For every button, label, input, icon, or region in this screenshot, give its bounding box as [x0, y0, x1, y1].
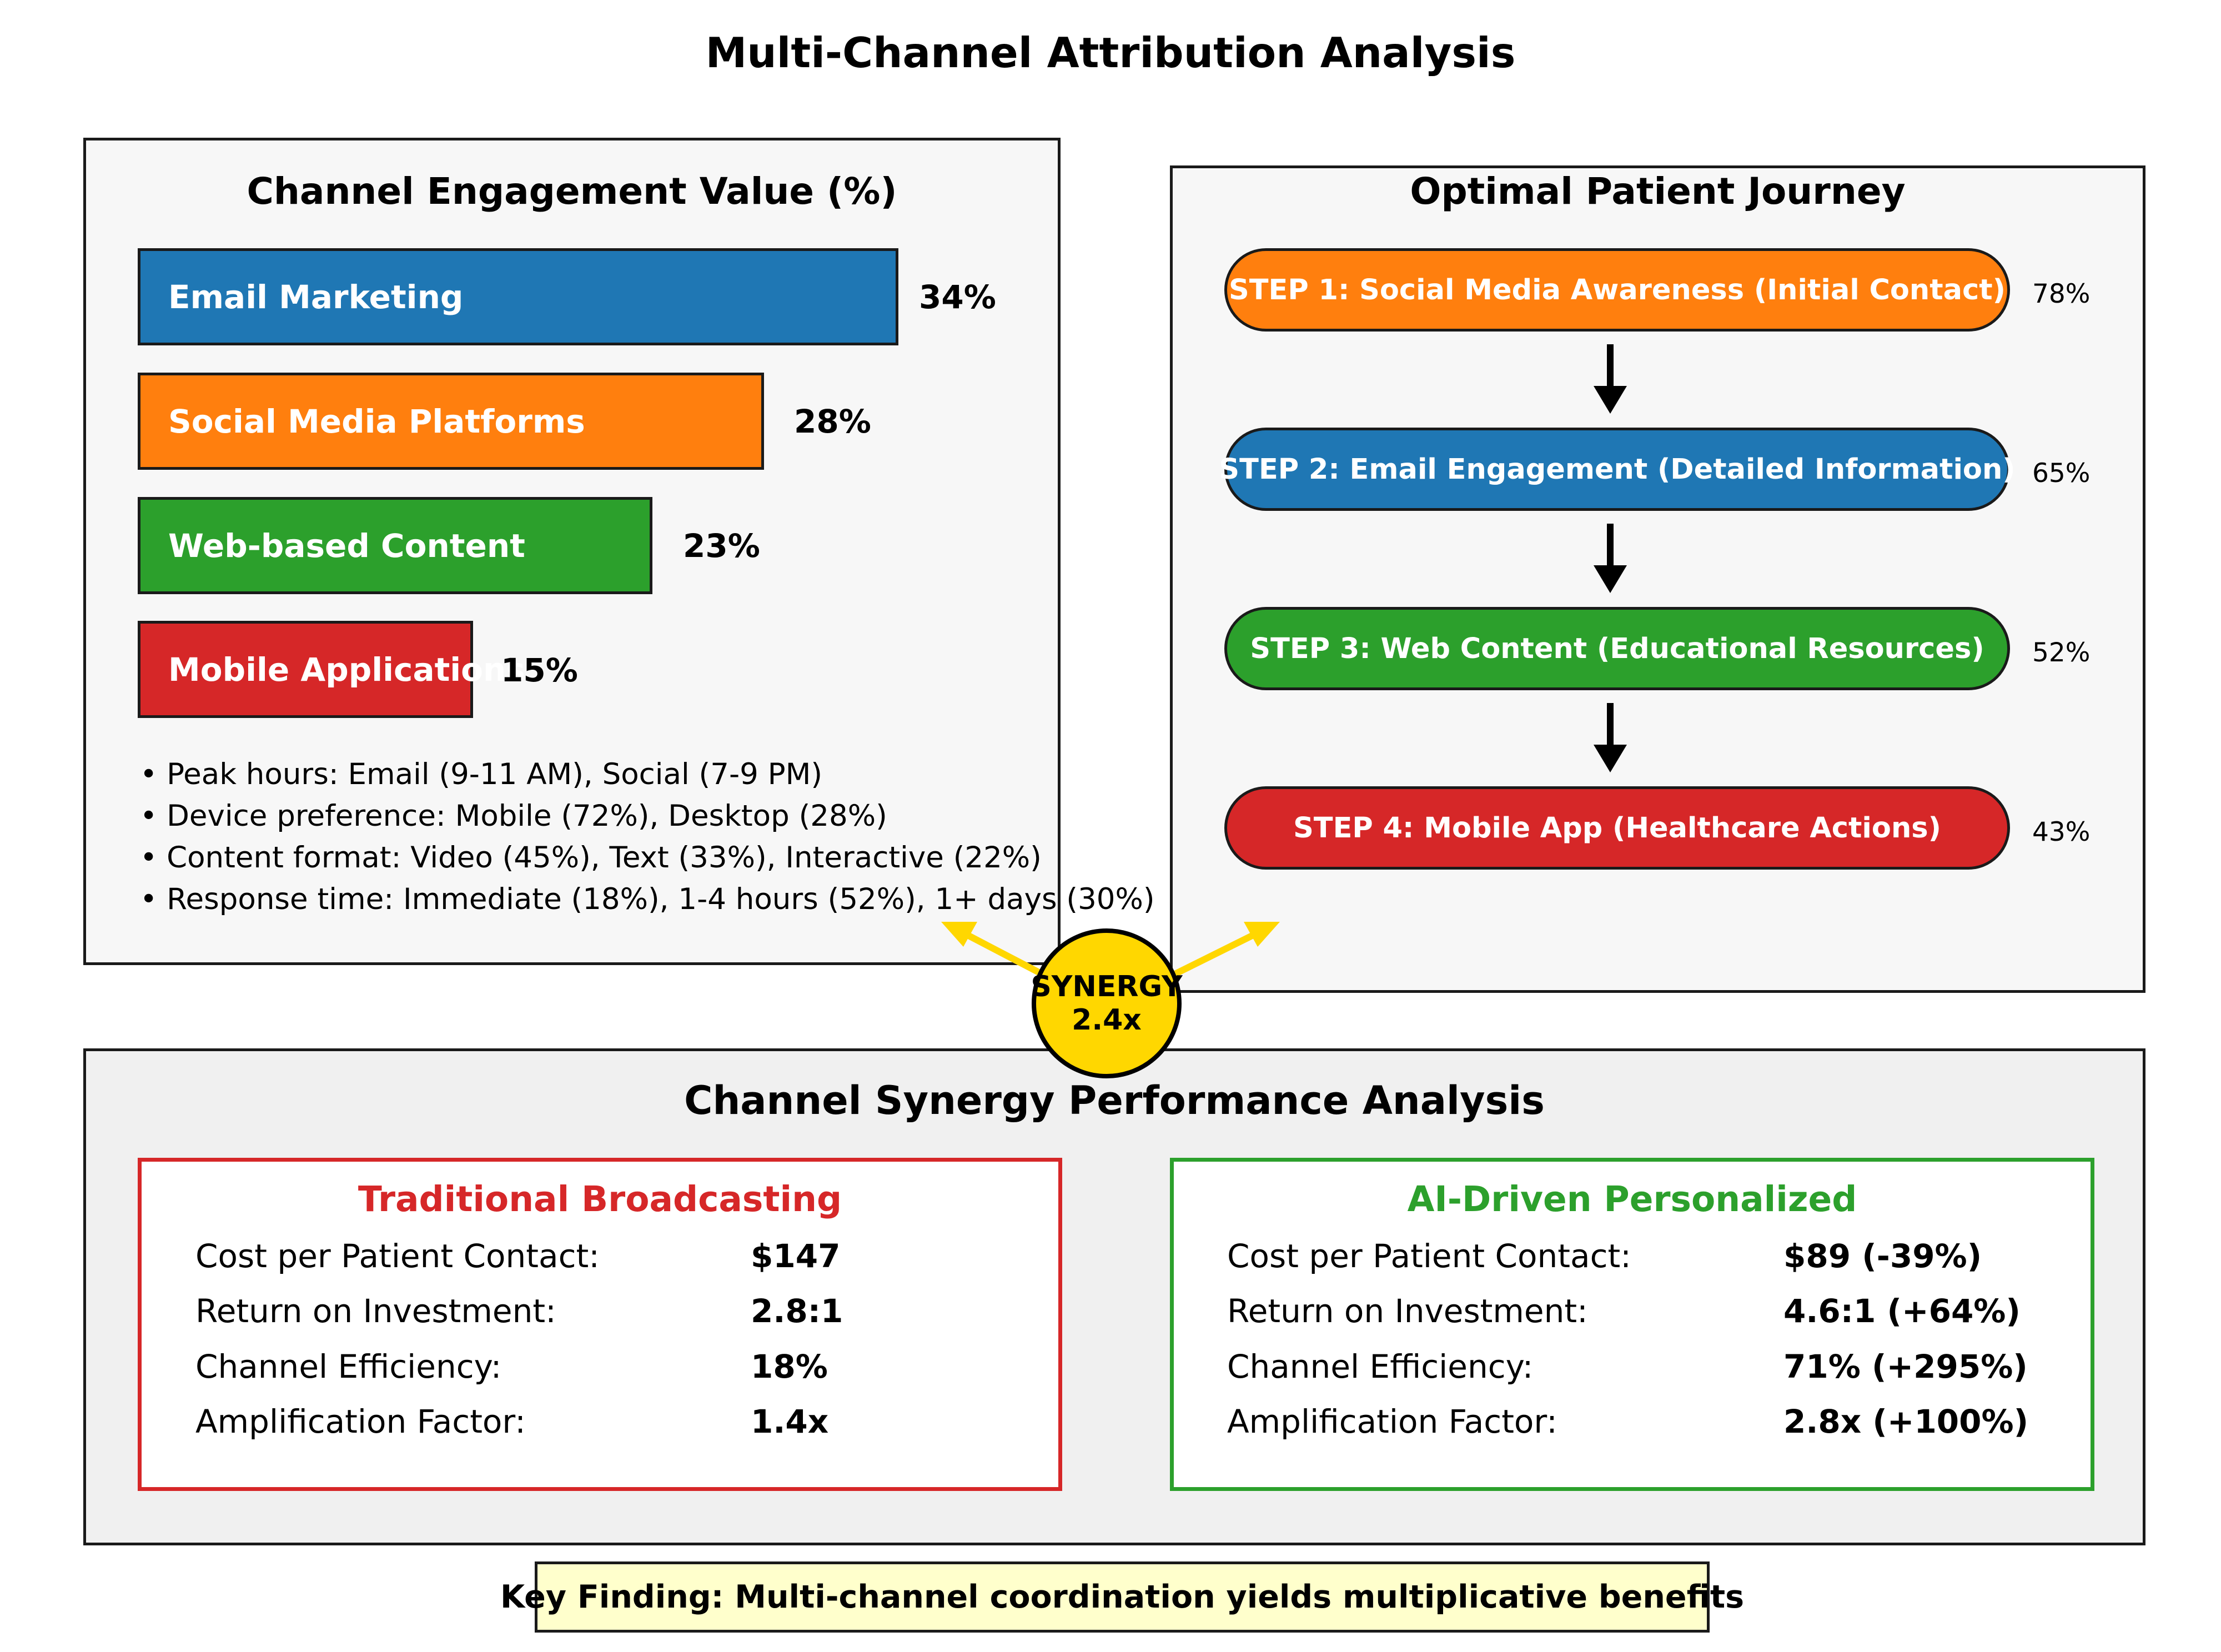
bar-email: Email Marketing — [138, 248, 898, 345]
metric-label: Cost per Patient Contact: — [1227, 1237, 1631, 1275]
step-label: STEP 1: Social Media Awareness (Initial … — [1229, 273, 2006, 307]
synergy-badge-label: SYNERGY — [1031, 970, 1183, 1003]
metric-label: Return on Investment: — [195, 1292, 556, 1330]
bar-value: 34% — [919, 278, 996, 316]
engagement-notes: • Peak hours: Email (9-11 AM), Social (7… — [140, 754, 1155, 920]
journey-step-2: STEP 2: Email Engagement (Detailed Infor… — [1219, 428, 2016, 511]
bar-value: 23% — [683, 527, 760, 565]
page-title: Multi-Channel Attribution Analysis — [705, 28, 1516, 77]
metric-label: Channel Efficiency: — [195, 1348, 502, 1385]
step-percent: 52% — [2032, 637, 2091, 668]
metric-value: $89 (-39%) — [1783, 1237, 1982, 1275]
bar-web: Web-based Content — [138, 497, 652, 594]
metric-value: 2.8:1 — [751, 1292, 843, 1330]
note-item: • Peak hours: Email (9-11 AM), Social (7… — [140, 757, 823, 791]
ai-driven-box — [1170, 1158, 2094, 1491]
engagement-panel-title: Channel Engagement Value (%) — [247, 170, 897, 213]
bar-social: Social Media Platforms — [138, 373, 764, 470]
synergy-badge-value: 2.4x — [1072, 1003, 1142, 1037]
down-arrow-icon — [1594, 524, 1627, 593]
metric-label: Amplification Factor: — [1227, 1403, 1557, 1440]
synergy-panel-title: Channel Synergy Performance Analysis — [684, 1078, 1545, 1123]
bar-label: Email Marketing — [168, 278, 464, 316]
journey-step-3: STEP 3: Web Content (Educational Resourc… — [1224, 607, 2010, 690]
metric-label: Amplification Factor: — [195, 1403, 526, 1440]
traditional-box — [138, 1158, 1062, 1491]
synergy-arrow-left-icon — [941, 922, 1052, 982]
metric-value: 18% — [751, 1348, 828, 1385]
metric-label: Return on Investment: — [1227, 1292, 1588, 1330]
step-percent: 43% — [2032, 817, 2091, 847]
journey-step-4: STEP 4: Mobile App (Healthcare Actions) — [1224, 786, 2010, 870]
step-percent: 65% — [2032, 458, 2091, 489]
down-arrow-icon — [1594, 703, 1627, 772]
metric-label: Channel Efficiency: — [1227, 1348, 1534, 1385]
bar-mobile: Mobile Applications — [138, 621, 525, 718]
bar-label: Social Media Platforms — [168, 402, 585, 440]
metric-value: 2.8x (+100%) — [1783, 1403, 2029, 1440]
synergy-badge: SYNERGY 2.4x — [1031, 928, 1183, 1078]
journey-panel-title: Optimal Patient Journey — [1410, 170, 1906, 213]
step-label: STEP 4: Mobile App (Healthcare Actions) — [1293, 811, 1941, 845]
bar-label: Mobile Applications — [168, 650, 525, 689]
bar-value: 28% — [794, 403, 871, 440]
bar-label: Web-based Content — [168, 526, 525, 565]
note-item: • Device preference: Mobile (72%), Deskt… — [140, 799, 887, 833]
journey-step-1: STEP 1: Social Media Awareness (Initial … — [1224, 248, 2010, 332]
step-label: STEP 3: Web Content (Educational Resourc… — [1250, 632, 1984, 665]
note-item: • Response time: Immediate (18%), 1-4 ho… — [140, 882, 1155, 916]
metric-value: 1.4x — [751, 1403, 829, 1440]
metric-value: 71% (+295%) — [1783, 1348, 2028, 1385]
bar-value: 15% — [501, 651, 578, 689]
synergy-arrow-right-icon — [1164, 922, 1280, 982]
down-arrow-icon — [1594, 344, 1627, 414]
metric-value: 4.6:1 (+64%) — [1783, 1292, 2021, 1330]
step-label: STEP 2: Email Engagement (Detailed Infor… — [1219, 453, 2016, 486]
note-item: • Content format: Video (45%), Text (33%… — [140, 841, 1042, 875]
key-finding: Key Finding: Multi-channel coordination … — [500, 1561, 1744, 1633]
step-percent: 78% — [2032, 279, 2091, 309]
ai-driven-title: AI-Driven Personalized — [1407, 1179, 1857, 1219]
metric-value: $147 — [751, 1237, 841, 1275]
metric-label: Cost per Patient Contact: — [195, 1237, 600, 1275]
traditional-title: Traditional Broadcasting — [358, 1179, 842, 1219]
